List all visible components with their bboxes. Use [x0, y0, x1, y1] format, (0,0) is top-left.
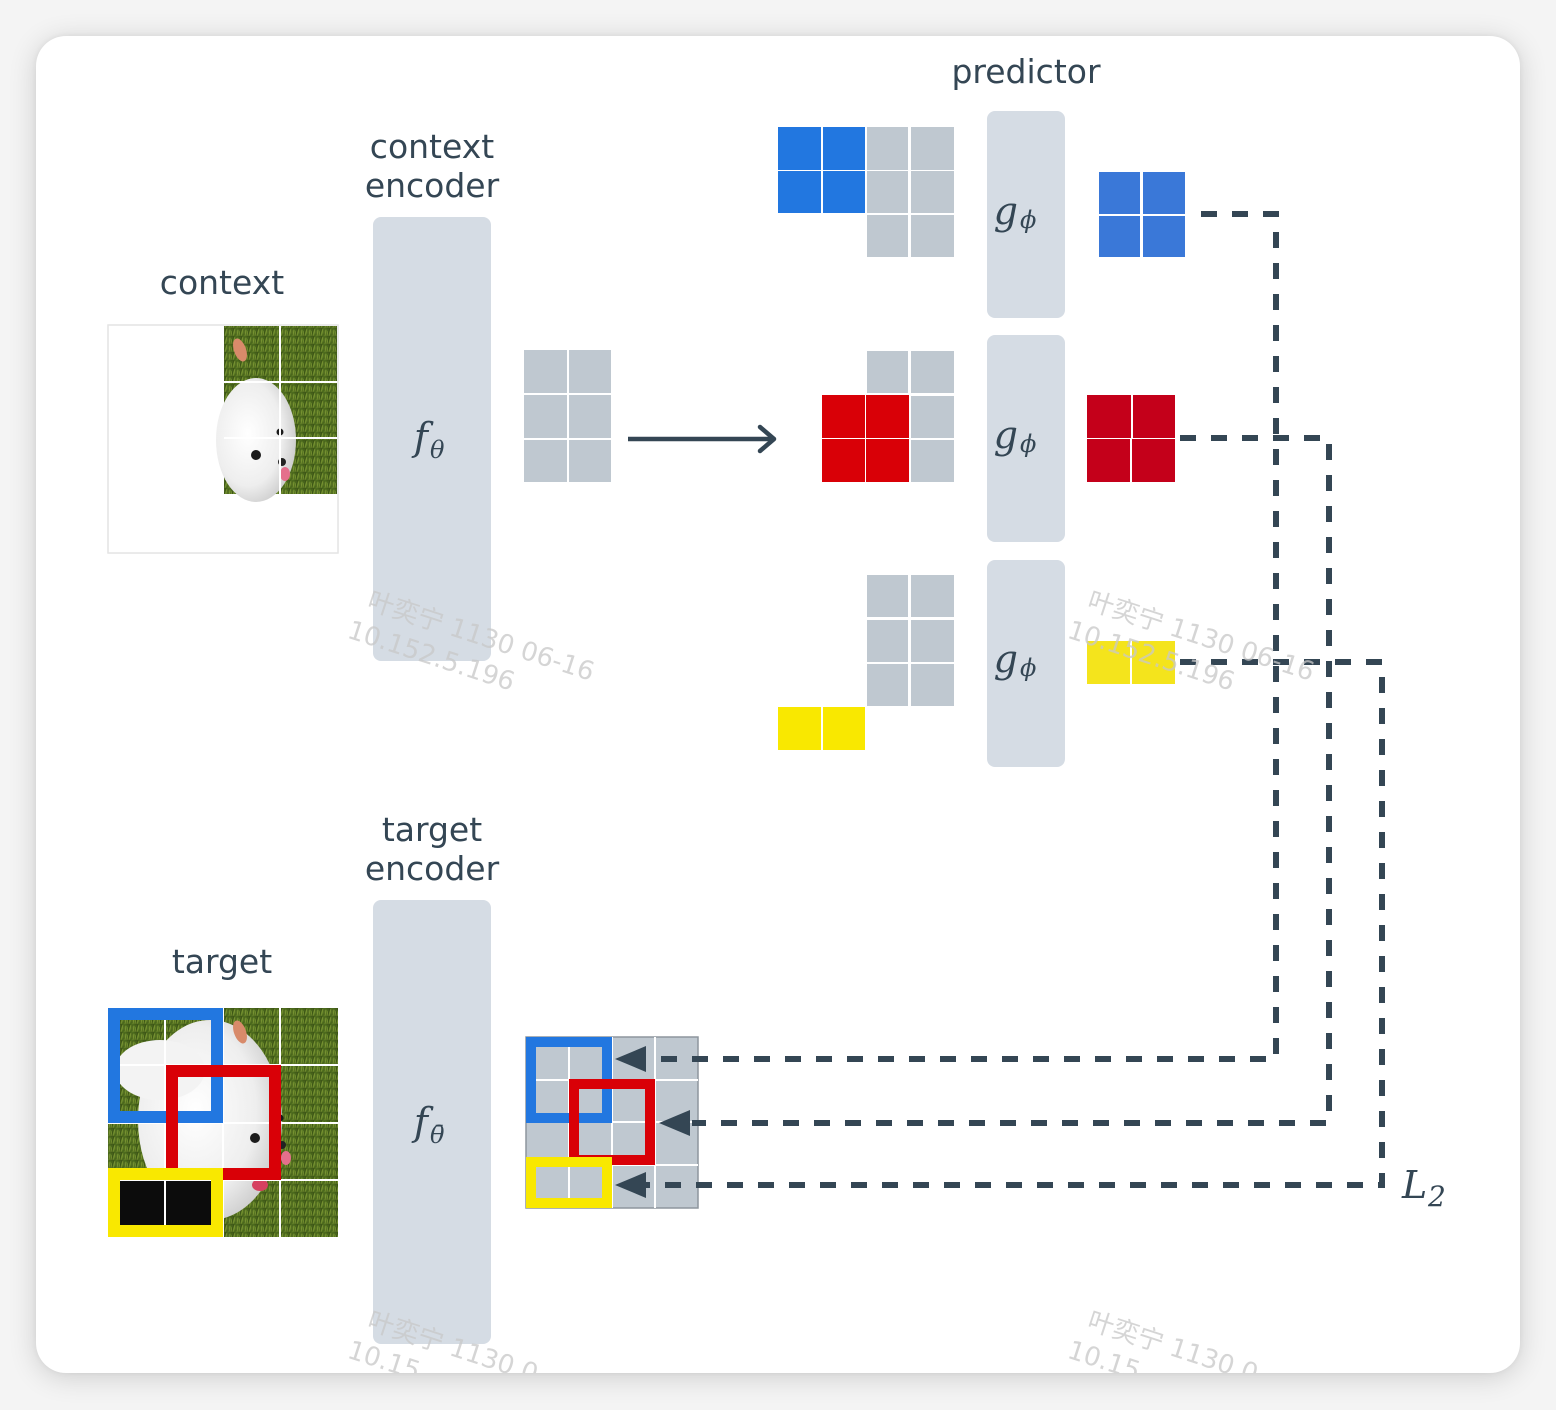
loss-symbol: L: [1401, 1163, 1427, 1207]
arrowhead-red-icon: [659, 1110, 690, 1136]
arrowhead-yellow-icon: [615, 1172, 646, 1198]
context-encoder-label-line1: context: [370, 127, 494, 166]
context-image: [107, 324, 339, 554]
predictor-block-1: [987, 111, 1065, 318]
predictor-output-blue: [1099, 172, 1185, 257]
predictor-input-red: [822, 351, 954, 482]
loss-subscript: 2: [1427, 1180, 1446, 1213]
predictor-symbol-2: g: [994, 413, 1018, 457]
target-box-red: [166, 1065, 281, 1180]
target-encoder-label-line1: target: [382, 810, 482, 849]
context-tokens: [524, 350, 611, 482]
target-image: [108, 1008, 338, 1237]
context-encoder-block: [373, 217, 491, 661]
arrowhead-blue-icon: [615, 1046, 646, 1072]
connector-red: [692, 435, 1332, 1126]
target-label: target: [172, 942, 272, 981]
predictor-output-yellow: [1087, 641, 1175, 684]
target-encoder-subscript: θ̄: [430, 1121, 445, 1149]
predictor-subscript-3: ϕ: [1020, 654, 1036, 682]
target-encoder-label-line2: encoder: [365, 849, 500, 888]
watermark-4: 叶奕宁 1130 0 10.15...: [1064, 1306, 1262, 1373]
connector-blue: [646, 211, 1279, 1062]
predictor-output-red: [1087, 395, 1175, 482]
predictor-subscript-2: ϕ: [1020, 430, 1036, 458]
context-label: context: [160, 263, 284, 302]
target-box-yellow: [108, 1168, 223, 1237]
predictor-subscript-1: ϕ: [1020, 206, 1036, 234]
target-encoder-block: [373, 900, 491, 1344]
predictor-input-blue: [778, 127, 954, 257]
predictor-block-2: [987, 335, 1065, 542]
predictor-input-yellow: [778, 575, 954, 750]
connector-arrowheads: [615, 1046, 690, 1198]
target-token-box-yellow: [526, 1157, 612, 1208]
predictor-block-3: [987, 560, 1065, 767]
predictor-symbol-3: g: [994, 637, 1018, 681]
context-visible-patches: [216, 326, 337, 502]
watermark-2: 叶奕宁 1130 06-16 10.152.5.196: [1064, 586, 1318, 697]
context-encoder-subscript: θ: [430, 436, 445, 464]
context-encoder-label-line2: encoder: [365, 166, 500, 205]
predictor-label: predictor: [951, 52, 1100, 91]
predictor-symbol-1: g: [994, 189, 1018, 233]
connector-yellow: [646, 659, 1385, 1188]
loss-connectors: [646, 211, 1385, 1188]
context-to-predictor-arrow: [628, 424, 777, 454]
target-tokens: [525, 1036, 699, 1209]
